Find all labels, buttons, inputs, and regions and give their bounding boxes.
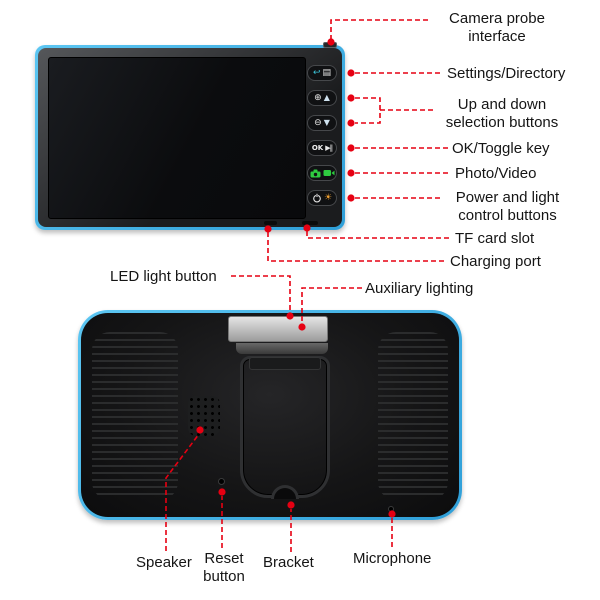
label-up-down-selection: Up and down selection buttons — [445, 96, 559, 132]
bracket-notch — [271, 485, 299, 499]
microphone-hole — [388, 506, 394, 512]
dot-down-button — [347, 119, 355, 127]
tf-card-slot — [302, 221, 318, 225]
zoom-in-icon: ⊕ — [314, 92, 322, 103]
label-camera-probe-interface: Camera probe interface — [449, 10, 545, 46]
leader-updown-bracket — [355, 97, 381, 124]
bracket-stand — [240, 356, 330, 498]
side-button-column: ↩ ▤ ⊕ ▲ ⊖ ▼ OK ▶‖ — [305, 65, 339, 206]
dot-settings — [347, 69, 355, 77]
dot-ok — [347, 144, 355, 152]
label-settings-directory: Settings/Directory — [447, 65, 566, 82]
label-reset-button: Reset button — [203, 550, 245, 586]
photo-video-button — [307, 165, 337, 181]
power-light-button: ☀ — [307, 190, 337, 206]
leader-tf-card — [306, 231, 451, 239]
front-bezel: ↩ ▤ ⊕ ▲ ⊖ ▼ OK ▶‖ — [38, 48, 342, 227]
speaker-holes — [188, 396, 220, 436]
zoom-in-up-button: ⊕ ▲ — [307, 90, 337, 106]
label-auxiliary-lighting: Auxiliary lighting — [365, 280, 474, 297]
power-icon — [313, 193, 321, 203]
label-tf-card-slot: TF card slot — [455, 230, 535, 247]
return-icon: ↩ — [312, 67, 321, 78]
label-speaker: Speaker — [136, 554, 192, 571]
play-pause-icon: ▶‖ — [325, 143, 333, 152]
vent-lines-right — [378, 332, 448, 500]
bracket-hinge — [249, 357, 321, 370]
leader-camera-probe — [330, 19, 428, 40]
up-arrow-icon: ▲ — [323, 93, 330, 102]
label-led-light-button: LED light button — [110, 268, 217, 285]
auxiliary-light-base — [236, 343, 328, 354]
photo-camera-icon — [310, 169, 320, 177]
label-bracket: Bracket — [263, 554, 314, 571]
reset-button-hole — [218, 478, 225, 485]
ok-toggle-button: OK ▶‖ — [307, 140, 337, 156]
down-arrow-icon: ▼ — [323, 118, 330, 127]
label-charging-port: Charging port — [450, 253, 541, 270]
label-photo-video: Photo/Video — [455, 165, 537, 182]
light-icon: ☀ — [323, 192, 333, 203]
camera-probe-interface-port — [323, 42, 337, 48]
ok-label: OK — [311, 143, 324, 152]
directory-icon: ▤ — [322, 67, 332, 78]
zoom-out-down-button: ⊖ ▼ — [307, 115, 337, 131]
leader-led-light — [231, 275, 291, 313]
charging-port — [264, 221, 277, 225]
screen — [48, 57, 306, 219]
label-microphone: Microphone — [353, 550, 432, 567]
zoom-out-icon: ⊖ — [314, 117, 322, 128]
label-ok-toggle-key: OK/Toggle key — [452, 140, 550, 157]
label-power-light-control: Power and light control buttons — [455, 189, 560, 225]
leader-charging-port — [267, 232, 446, 262]
monitor-front-view: ↩ ▤ ⊕ ▲ ⊖ ▼ OK ▶‖ — [35, 42, 345, 230]
dot-up-button — [347, 94, 355, 102]
settings-directory-button: ↩ ▤ — [307, 65, 337, 81]
dot-photo-video — [347, 169, 355, 177]
video-camera-icon — [323, 170, 334, 176]
auxiliary-light-strip — [228, 316, 328, 342]
monitor-back-view — [78, 310, 462, 520]
vent-lines-left — [92, 332, 178, 500]
dot-power-light — [347, 194, 355, 202]
